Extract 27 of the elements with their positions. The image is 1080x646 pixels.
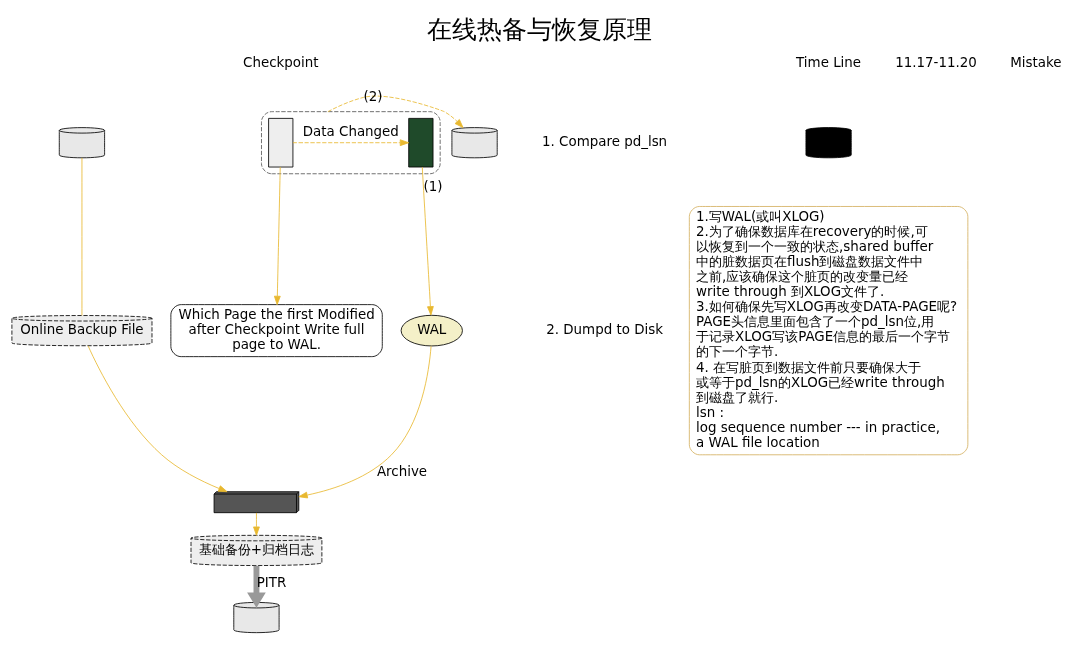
edge-label: (2): [363, 88, 383, 104]
arrow: [253, 511, 260, 536]
node-box: [408, 117, 434, 167]
arrow: [327, 95, 464, 128]
arrow: [421, 166, 434, 315]
edge-label: Archive: [376, 463, 428, 479]
arrow: [87, 344, 228, 492]
edge-label: Data Changed: [302, 123, 399, 139]
label: Time Line: [796, 54, 862, 70]
node-box: [268, 117, 294, 167]
node-box: 1.写WAL(或叫XLOG) 2.为了确保数据库在recovery的时候,可以恢复到一个一致的状态,shared buffer中的脏数据页在flush到磁盘数据文件中之前,应该确保这个脏页的改变量已经write through 到XLOG文件了. 3.如何确保先写XLOG再改变DATA-PAGE呢?PAGE头信息里面包含了一个pd_lsn位,用于记录XLOG写该PAGE信息的最后一个字节的下一个字节. 4. 在写脏页到数据文件前只要确保大于或等于pd_lsn的XLOG已经write through到磁盘了就行. lsn : log sequence number --- in practice, a WAL file location: [688, 205, 969, 455]
node-box: Which Page the first Modified after Checkpoint Write full page to WAL.: [170, 303, 383, 357]
label: Checkpoint: [243, 54, 319, 70]
node-ellipse: WAL: [400, 314, 463, 346]
diagram-title: 在线热备与恢复原理: [427, 14, 653, 44]
label: 2. Dumpd to Disk: [546, 321, 663, 337]
arrow: [298, 345, 432, 498]
cluster: [261, 110, 441, 174]
label: 11.17-11.20: [895, 54, 977, 70]
label: Mistake: [1010, 54, 1062, 70]
connector: [81, 156, 83, 316]
arrow: [273, 166, 281, 305]
edge-label: PITR: [256, 574, 287, 590]
arrow: [292, 138, 410, 146]
edge-label: (1): [423, 178, 443, 194]
arrow: [247, 565, 266, 608]
label: 1. Compare pd_lsn: [542, 133, 668, 149]
